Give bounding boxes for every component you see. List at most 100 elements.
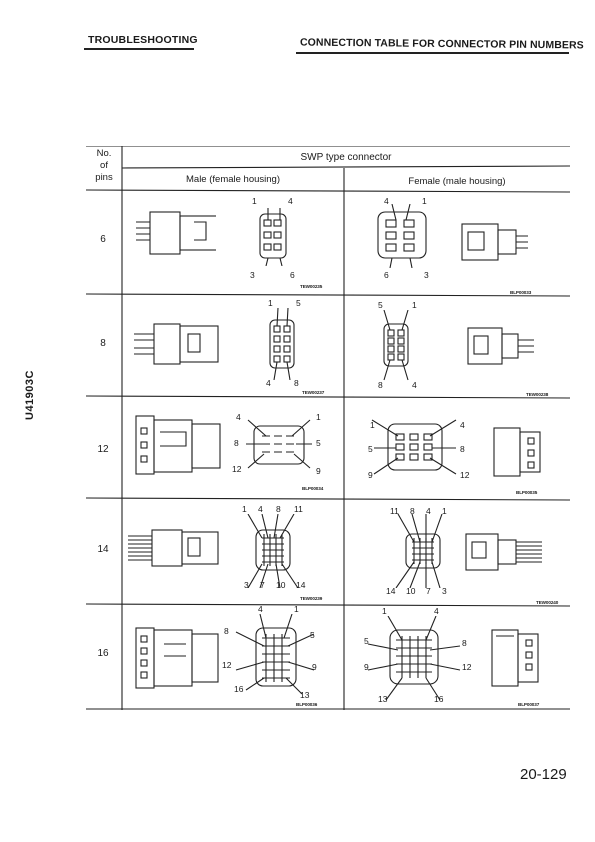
male-6-label: 6 [290, 270, 295, 280]
female-14-label: 4 [426, 506, 431, 516]
male-12-face-drawing [246, 419, 312, 469]
male-12-label: 9 [316, 466, 321, 476]
male-16-label: 9 [312, 662, 317, 672]
female-16-label: 12 [462, 662, 472, 672]
female-12-label: 4 [460, 420, 465, 430]
pin-count-12: 12 [97, 444, 109, 455]
male-16-side-drawing [135, 627, 219, 689]
pins-header-of: of [100, 160, 108, 171]
male-16-face-drawing [235, 614, 314, 695]
page-number: 20-129 [520, 766, 567, 783]
female-16-label: 16 [434, 694, 444, 704]
male-14-label: 8 [276, 504, 281, 514]
female-12-code: BLP00035 [516, 490, 538, 495]
male-14-label: 14 [296, 580, 306, 590]
female-8-face-drawing [383, 310, 409, 381]
female-6-label: 6 [384, 270, 389, 280]
female-14-label: 1 [442, 506, 447, 516]
female-14-label: 10 [406, 586, 416, 596]
male-14-label: 7 [260, 580, 265, 590]
pin-count-6: 6 [100, 234, 106, 245]
male-14-side-drawing [128, 529, 219, 567]
male-14-label: 4 [258, 504, 263, 514]
connector-table: No. of pins SWP type connector Male (fem… [86, 146, 570, 710]
male-12-label: 5 [316, 438, 321, 448]
male-16-label: 5 [310, 630, 315, 640]
female-8-code: TEW00238 [526, 392, 549, 397]
female-16-label: 9 [364, 662, 369, 672]
male-16-label: 12 [222, 660, 232, 670]
pin-count-16: 16 [97, 648, 109, 659]
male-16-label: 16 [234, 684, 244, 694]
male-12-side-drawing [135, 415, 221, 475]
document-code: U41903C [24, 370, 36, 420]
female-8-side-drawing [467, 327, 534, 365]
male-12-label: 8 [234, 438, 239, 448]
female-8-label: 5 [378, 300, 383, 310]
female-12-label: 8 [460, 444, 465, 454]
female-14-face-drawing [395, 514, 443, 588]
female-12-label: 5 [368, 444, 373, 454]
pin-count-14: 14 [97, 544, 109, 555]
male-12-code: BLP00034 [302, 486, 324, 491]
female-12-label: 9 [368, 470, 373, 480]
female-6-side-drawing [461, 223, 528, 261]
female-6-code: BLP00033 [510, 290, 532, 295]
header-rule [296, 52, 569, 54]
female-16-face-drawing [367, 616, 461, 700]
female-8-label: 8 [378, 380, 383, 390]
table-grid [86, 146, 570, 710]
female-14-label: 8 [410, 506, 415, 516]
male-16-label: 13 [300, 690, 310, 700]
male-12-label: 4 [236, 412, 241, 422]
female-6-label: 3 [424, 270, 429, 280]
male-14-label: 11 [294, 504, 303, 514]
male-16-label: 8 [224, 626, 229, 636]
female-14-side-drawing [465, 533, 542, 571]
male-header: Male (female housing) [186, 174, 280, 185]
male-16-label: 1 [294, 604, 299, 614]
male-12-label: 12 [232, 464, 242, 474]
male-12-label: 1 [316, 412, 321, 422]
male-14-label: 1 [242, 504, 247, 514]
male-16-label: 4 [258, 604, 263, 614]
female-6-label: 1 [422, 196, 427, 206]
male-14-face-drawing [247, 514, 299, 588]
female-12-label: 1 [370, 420, 375, 430]
female-8-label: 4 [412, 380, 417, 390]
page-title: CONNECTION TABLE FOR CONNECTOR PIN NUMBE… [299, 36, 584, 52]
male-8-side-drawing [134, 323, 219, 365]
female-16-label: 8 [462, 638, 467, 648]
female-16-label: 4 [434, 606, 439, 616]
female-12-side-drawing [493, 427, 541, 477]
group-header: SWP type connector [300, 152, 392, 163]
female-header: Female (male housing) [408, 176, 506, 187]
female-16-side-drawing [491, 629, 539, 687]
female-16-label: 13 [378, 694, 388, 704]
header-rule [84, 48, 194, 50]
male-14-label: 3 [244, 580, 249, 590]
male-8-code: TEW00237 [302, 390, 325, 395]
female-16-label: 1 [382, 606, 387, 616]
male-6-label: 1 [252, 196, 257, 206]
male-14-code: TEW00239 [300, 596, 323, 601]
section-header: TROUBLESHOOTING [88, 34, 198, 46]
female-14-label: 3 [442, 586, 447, 596]
male-8-label: 8 [294, 378, 299, 388]
female-14-label: 14 [386, 586, 396, 596]
male-6-side-drawing [136, 211, 216, 255]
male-8-label: 4 [266, 378, 271, 388]
female-12-face-drawing [371, 419, 457, 475]
male-8-face-drawing [269, 308, 295, 380]
female-6-face-drawing [377, 204, 427, 268]
male-6-code: TEW00235 [300, 284, 323, 289]
male-6-label: 4 [288, 196, 293, 206]
male-8-label: 1 [268, 298, 273, 308]
female-16-code: BLP00037 [518, 702, 540, 707]
male-16-code: BLP00036 [296, 702, 318, 707]
female-14-code: TEW00240 [536, 600, 559, 605]
female-16-label: 5 [364, 636, 369, 646]
female-8-label: 1 [412, 300, 417, 310]
pins-header-pins: pins [95, 172, 113, 183]
female-14-label: 11 [390, 506, 399, 516]
